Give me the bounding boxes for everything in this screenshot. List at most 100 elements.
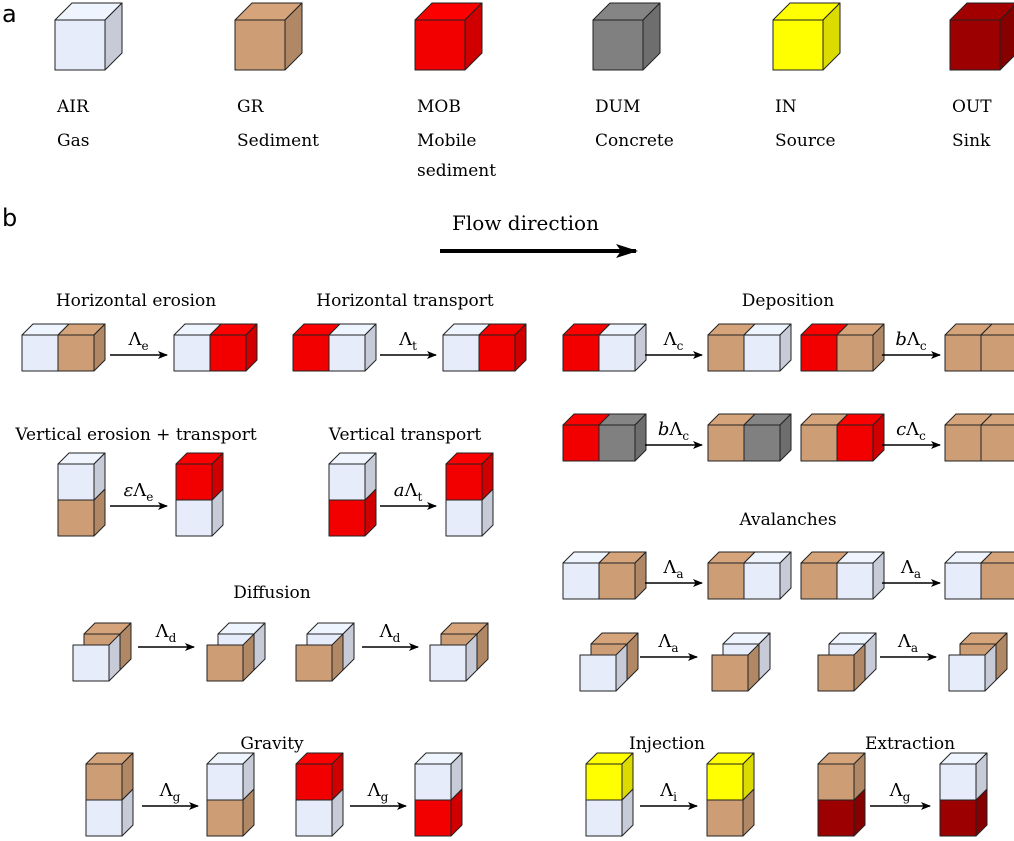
- cube-front-face: [429, 644, 467, 682]
- cube-out: [939, 788, 988, 837]
- rate-label: Λd: [379, 621, 401, 645]
- rate-subscript: d: [393, 631, 401, 645]
- rate-subscript: a: [911, 641, 918, 655]
- cube-mob: [478, 323, 527, 372]
- rate-subscript: g: [173, 790, 181, 804]
- rate-subscript: e: [146, 490, 153, 504]
- state-after: [944, 323, 1014, 372]
- cube-out: [949, 2, 1014, 71]
- rule-deposition-1: Λc: [562, 323, 792, 372]
- cube-gr: [598, 551, 647, 600]
- rate-symbol: Λ: [155, 621, 170, 642]
- panel-a-letter: a: [2, 0, 17, 28]
- state-after: [175, 452, 224, 537]
- rate-label: Λt: [398, 329, 417, 353]
- cube-gr: [800, 413, 849, 462]
- cube-mob: [175, 452, 224, 501]
- rule-deposition-3: bΛc: [562, 413, 792, 462]
- state-before: [562, 551, 647, 600]
- cube-front-face: [585, 799, 623, 837]
- cube-gr: [836, 323, 885, 372]
- rate-subscript: t: [417, 490, 422, 504]
- legend-description: Gas: [57, 131, 89, 151]
- cube-front-face: [836, 334, 874, 372]
- state-before: [562, 323, 647, 372]
- cube-mob: [414, 788, 463, 837]
- cube-front-face: [206, 644, 244, 682]
- transition: Λa: [880, 631, 937, 661]
- title-gravity: Gravity: [240, 734, 304, 754]
- state-before: [800, 413, 885, 462]
- cube-air: [175, 488, 224, 537]
- rate-subscript: i: [673, 790, 677, 804]
- cube-front-face: [598, 334, 636, 372]
- cube-air: [328, 323, 377, 372]
- state-after: [944, 413, 1014, 462]
- cube-air: [579, 643, 628, 692]
- cube-dum: [598, 413, 647, 462]
- state-after: [206, 752, 255, 837]
- rate-subscript: c: [920, 339, 927, 353]
- transition: Λt: [380, 329, 437, 359]
- rate-subscript: t: [412, 339, 417, 353]
- state-before: [585, 752, 634, 837]
- legend-description: Concrete: [595, 131, 674, 151]
- cube-front-face: [175, 499, 213, 537]
- cube-air: [743, 551, 792, 600]
- rate-subscript: a: [671, 641, 678, 655]
- cube-front-face: [328, 334, 366, 372]
- cube-front-face: [57, 334, 95, 372]
- rate-symbol: Λ: [662, 557, 677, 578]
- state-after: [206, 622, 266, 682]
- cube-front-face: [836, 562, 874, 600]
- legend-description: Mobile: [417, 131, 476, 151]
- transition: cΛc: [882, 419, 941, 449]
- state-after: [442, 323, 527, 372]
- transition: Λg: [870, 780, 931, 810]
- transition: εΛe: [110, 480, 168, 510]
- transition: Λa: [882, 557, 941, 587]
- rate-label: Λg: [159, 780, 181, 804]
- rule-injection: Λi: [585, 752, 755, 837]
- state-before: [328, 452, 377, 537]
- panel-b-letter: b: [2, 204, 17, 232]
- cube-front-face: [175, 463, 213, 501]
- rate-symbol: Λ: [663, 329, 678, 350]
- legend-code: DUM: [595, 97, 640, 117]
- rate-symbol: Λ: [159, 780, 174, 801]
- rate-symbol: Λ: [657, 631, 672, 652]
- cube-front-face: [85, 799, 123, 837]
- cube-front-face: [414, 19, 466, 71]
- cube-gr: [206, 633, 255, 682]
- rate-subscript: d: [169, 631, 177, 645]
- cube-front-face: [743, 334, 781, 372]
- rate-symbol: Λ: [398, 329, 413, 350]
- cube-air: [21, 323, 70, 372]
- transition: aΛt: [380, 480, 437, 510]
- rule-horizontal-transport: Λt: [292, 323, 527, 372]
- cube-front-face: [707, 424, 745, 462]
- cube-front-face: [707, 562, 745, 600]
- cube-mob: [445, 452, 494, 501]
- cube-air: [836, 551, 885, 600]
- cube-gr: [800, 551, 849, 600]
- cube-front-face: [173, 334, 211, 372]
- cube-front-face: [800, 562, 838, 600]
- transition: Λg: [142, 780, 199, 810]
- cube-front-face: [585, 763, 623, 801]
- cube-front-face: [292, 334, 330, 372]
- cube-gr: [980, 323, 1014, 372]
- transition: Λd: [362, 621, 419, 651]
- transition: Λg: [350, 780, 407, 810]
- rate-prefactor: ε: [124, 480, 134, 501]
- rate-subscript: e: [141, 339, 148, 353]
- rate-label: Λi: [659, 780, 677, 804]
- cube-gr: [944, 413, 993, 462]
- cube-front-face: [980, 334, 1014, 372]
- rate-label: εΛe: [124, 480, 154, 504]
- state-before: [800, 551, 885, 600]
- cube-front-face: [54, 19, 106, 71]
- rate-label: Λa: [897, 631, 918, 655]
